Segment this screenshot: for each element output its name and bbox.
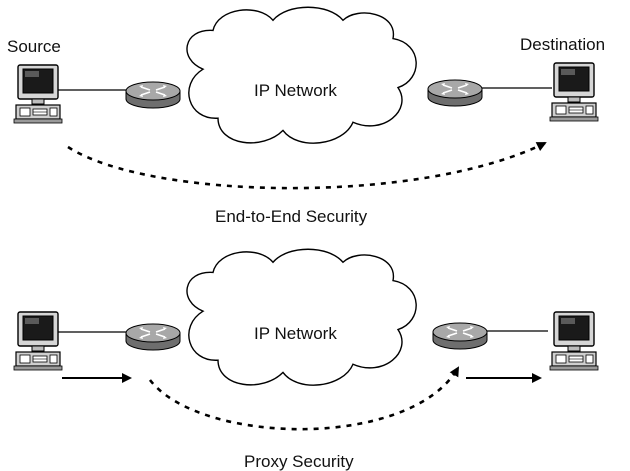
computer-workstation-icon xyxy=(549,311,599,371)
router-icon xyxy=(125,323,181,351)
computer-workstation-icon xyxy=(13,311,63,371)
computer-workstation-icon xyxy=(549,62,599,122)
cloud-icon xyxy=(186,248,417,386)
router-icon xyxy=(432,322,488,350)
proxy-security-caption: Proxy Security xyxy=(244,452,354,471)
bottom-scenario xyxy=(13,248,599,431)
computer-workstation-icon xyxy=(13,64,63,124)
top-scenario xyxy=(13,6,599,190)
router-icon xyxy=(125,81,181,109)
network-label-bottom: IP Network xyxy=(254,324,337,343)
cloud-icon xyxy=(186,6,417,144)
network-label-top: IP Network xyxy=(254,81,337,100)
end-to-end-security-caption: End-to-End Security xyxy=(215,207,368,226)
destination-label: Destination xyxy=(520,35,606,54)
proxy-security-path xyxy=(148,366,460,431)
source-label: Source xyxy=(7,37,61,56)
router-icon xyxy=(427,79,483,107)
end-to-end-security-path xyxy=(67,141,547,190)
